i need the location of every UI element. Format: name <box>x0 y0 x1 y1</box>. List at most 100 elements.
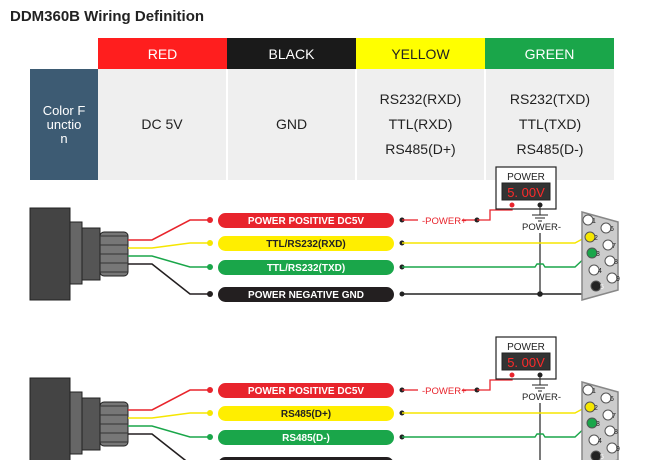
power-meter-value: 5. 00V <box>507 355 545 370</box>
wire-1 <box>128 412 208 419</box>
wire-0 <box>128 219 208 241</box>
signal-wire-yellow <box>402 235 589 244</box>
db9-pin-number: 4 <box>598 438 602 445</box>
meter-terminal-negative <box>537 372 543 378</box>
function-line: DC 5V <box>141 116 183 132</box>
cable-gland-nut <box>81 227 101 281</box>
row-header-label: Color Functio n <box>42 102 86 146</box>
wire-1 <box>128 242 208 249</box>
column-header-yellow: YELLOW <box>356 38 485 69</box>
signal-label-pill <box>219 457 393 460</box>
wire-0 <box>128 389 208 411</box>
signal-label-pill <box>218 383 394 398</box>
db9-pin <box>590 280 602 292</box>
row-header: Color Functio n <box>30 69 98 180</box>
signal-wire-green <box>402 422 591 438</box>
db9-pin <box>588 264 600 276</box>
db9-pin <box>606 272 618 284</box>
signal-label: TTL/RS232(TXD) <box>267 263 345 274</box>
meter-terminal-negative <box>537 202 543 208</box>
power-plus-label: -POWER+ <box>422 216 467 227</box>
db9-pin-number: 4 <box>598 268 602 275</box>
function-cell-yellow: RS232(RXD) TTL(RXD) RS485(D+) <box>355 69 485 180</box>
wire-2 <box>128 255 208 268</box>
power-minus-label: POWER- <box>522 222 561 233</box>
power-meter-title: POWER <box>507 172 545 183</box>
db9-pin-number: 5 <box>600 454 604 460</box>
wire-end-dot <box>207 264 213 270</box>
sensor-body <box>29 207 71 301</box>
db9-pin-number: 9 <box>616 446 620 453</box>
db9-pin <box>602 239 614 251</box>
db9-pin-number: 7 <box>612 413 616 420</box>
db9-pin <box>586 417 598 429</box>
db9-pin <box>600 222 612 234</box>
signal-label: RS485(D-) <box>282 433 330 444</box>
signal-label: POWER POSITIVE DC5V <box>248 386 364 397</box>
db9-pin-number: 3 <box>596 421 600 428</box>
wire-end-dot <box>207 291 213 297</box>
function-line: RS232(RXD) <box>379 91 462 107</box>
db9-pin-number: 6 <box>610 226 614 233</box>
db9-pin <box>602 409 614 421</box>
power-plus-label: -POWER+ <box>422 386 467 397</box>
function-cell-red: DC 5V <box>98 69 227 180</box>
db9-pin-number: 1 <box>592 218 596 225</box>
function-line: RS485(D+) <box>385 141 456 157</box>
junction-dot <box>537 291 543 297</box>
wiring-diagram-2: POWER POSITIVE DC5V RS485(D+) RS485(D-) POW… <box>29 336 620 460</box>
sensor-body <box>29 377 71 460</box>
wire-3 <box>128 433 187 460</box>
signal-label-pill <box>218 236 394 251</box>
signal-wire-yellow <box>402 405 589 414</box>
power-minus-label: POWER- <box>522 392 561 403</box>
meter-terminal-positive <box>509 202 515 208</box>
function-cell-black: GND <box>226 69 356 180</box>
column-header-red: RED <box>98 38 227 69</box>
wire-3 <box>128 263 208 295</box>
db9-pin-number: 1 <box>592 388 596 395</box>
db9-pin-number: 2 <box>594 235 598 242</box>
sensor-neck <box>69 391 83 455</box>
signal-label-pill <box>218 287 394 302</box>
db9-pin-number: 2 <box>594 405 598 412</box>
db9-pin-number: 3 <box>596 251 600 258</box>
sensor-neck <box>69 221 83 285</box>
wire-end-dot <box>207 434 213 440</box>
db9-pin <box>600 392 612 404</box>
function-line: GND <box>275 116 308 132</box>
signal-label: RS485(D+) <box>281 409 331 420</box>
meter-terminal-positive <box>509 372 515 378</box>
signal-label-pill <box>218 406 394 421</box>
function-line: RS485(D-) <box>516 141 584 157</box>
signal-label: POWER POSITIVE DC5V <box>248 216 364 227</box>
power-meter-display <box>501 182 551 201</box>
db9-pin <box>590 450 602 460</box>
db9-pin <box>584 401 596 413</box>
db9-pin <box>604 425 616 437</box>
table-corner <box>30 38 98 69</box>
function-line: RS232(TXD) <box>509 91 591 107</box>
db9-pin <box>606 442 618 454</box>
wiring-diagram-1: POWER POSITIVE DC5VTTL/RS232(RXD)TTL/RS2… <box>29 166 620 302</box>
db9-pin <box>584 231 596 243</box>
wire-end-dot <box>207 240 213 246</box>
signal-label-pill <box>218 260 394 275</box>
function-line: TTL(RXD) <box>388 116 453 132</box>
db9-pin-number: 7 <box>612 243 616 250</box>
db9-pin-number: 6 <box>610 396 614 403</box>
db9-pin <box>588 434 600 446</box>
power-meter-value: 5. 00V <box>507 185 545 200</box>
db9-pin-number: 8 <box>614 259 618 266</box>
signal-label-pill <box>218 430 394 445</box>
cable-gland-nut <box>81 397 101 451</box>
signal-label: POWER NEGATIVE GND <box>248 290 364 301</box>
db9-pin-number: 9 <box>616 276 620 283</box>
db9-pin-number: 5 <box>600 284 604 291</box>
db9-pin <box>582 384 594 396</box>
wiring-table: RED BLACK YELLOW GREEN Color Functio n D… <box>30 38 614 180</box>
function-line: TTL(TXD) <box>518 116 582 132</box>
db9-pin <box>586 247 598 259</box>
power-meter-title: POWER <box>507 342 545 353</box>
